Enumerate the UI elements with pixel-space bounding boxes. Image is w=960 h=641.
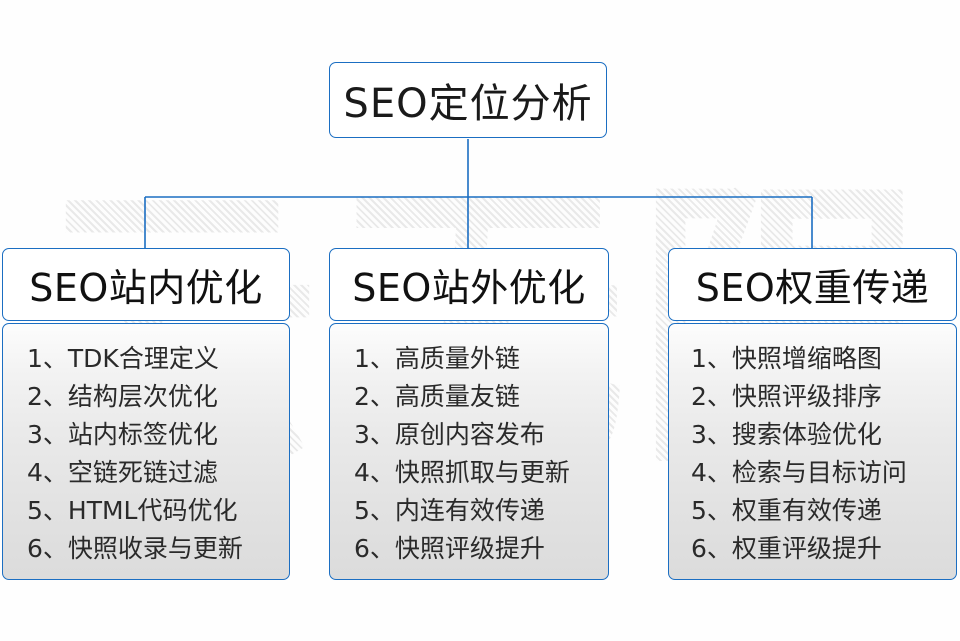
column-seo-offsite: SEO站外优化 1、高质量外链 2、高质量友链 3、原创内容发布 4、快照抓取与…: [329, 248, 609, 580]
column-seo-weight-transfer: SEO权重传递 1、快照增缩略图 2、快照评级排序 3、搜索体验优化 4、检索与…: [668, 248, 957, 580]
list-item: 1、TDK合理定义: [27, 344, 219, 373]
list-item: 4、检索与目标访问: [691, 458, 907, 487]
column-title-1: SEO站外优化: [352, 266, 586, 310]
root-node[interactable]: SEO定位分析: [329, 62, 607, 138]
column-seo-onsite: SEO站内优化 1、TDK合理定义 2、结构层次优化 3、站内标签优化 4、空链…: [2, 248, 290, 580]
list-item: 6、权重评级提升: [691, 534, 882, 563]
column-header-0[interactable]: SEO站内优化: [2, 248, 290, 321]
list-item: 1、高质量外链: [354, 344, 520, 373]
list-item: 5、内连有效传递: [354, 496, 545, 525]
list-item: 6、快照收录与更新: [27, 534, 243, 563]
list-item: 3、原创内容发布: [354, 420, 545, 449]
column-title-2: SEO权重传递: [695, 266, 930, 310]
list-item: 5、权重有效传递: [691, 496, 882, 525]
list-item: 4、空链死链过滤: [27, 458, 218, 487]
list-item: 2、高质量友链: [354, 382, 520, 411]
column-header-1[interactable]: SEO站外优化: [329, 248, 609, 321]
list-item: 6、快照评级提升: [354, 534, 545, 563]
list-item: 4、快照抓取与更新: [354, 458, 570, 487]
list-item: 1、快照增缩略图: [691, 344, 882, 373]
list-item: 2、结构层次优化: [27, 382, 218, 411]
column-body-0: 1、TDK合理定义 2、结构层次优化 3、站内标签优化 4、空链死链过滤 5、H…: [2, 323, 290, 580]
list-item: 3、搜索体验优化: [691, 420, 882, 449]
column-header-2[interactable]: SEO权重传递: [668, 248, 957, 321]
list-item: 5、HTML代码优化: [27, 496, 238, 525]
list-item: 2、快照评级排序: [691, 382, 882, 411]
root-node-label: SEO定位分析: [343, 81, 593, 127]
column-title-0: SEO站内优化: [29, 266, 263, 310]
column-body-2: 1、快照增缩略图 2、快照评级排序 3、搜索体验优化 4、检索与目标访问 5、权…: [668, 323, 957, 580]
list-item: 3、站内标签优化: [27, 420, 218, 449]
column-body-1: 1、高质量外链 2、高质量友链 3、原创内容发布 4、快照抓取与更新 5、内连有…: [329, 323, 609, 580]
